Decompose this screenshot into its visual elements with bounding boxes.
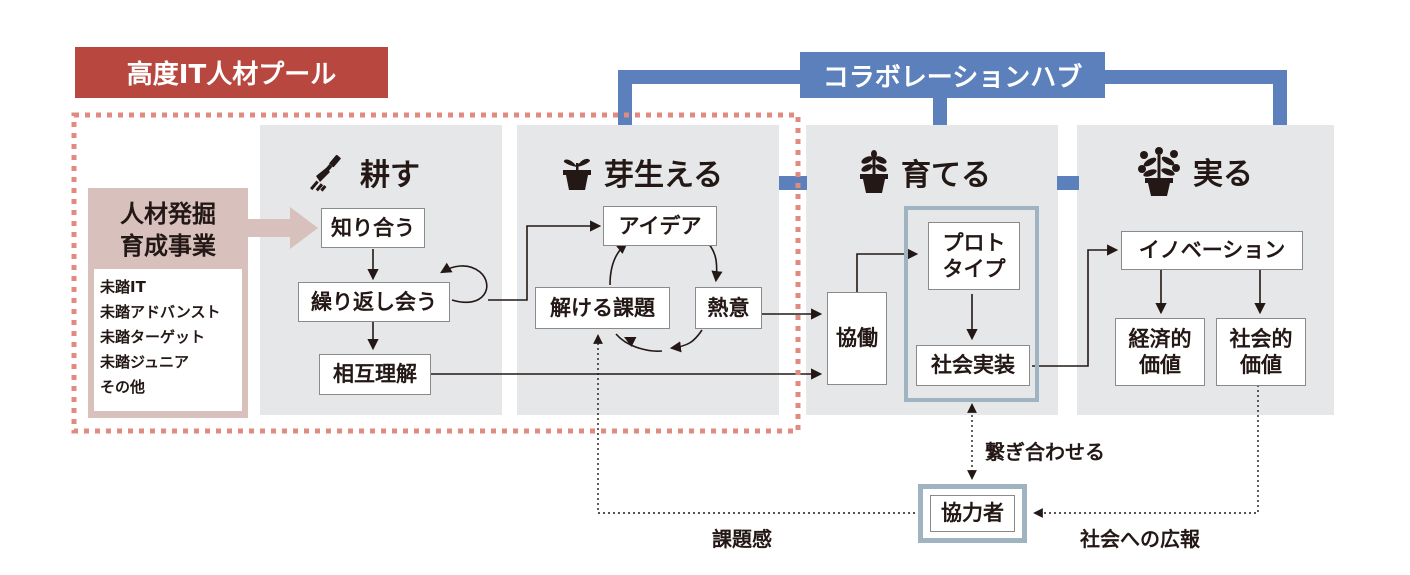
stage-fruit-label: 実る	[1193, 157, 1253, 192]
program-item: 未踏IT	[100, 278, 146, 296]
sprout-pot-icon	[563, 158, 591, 190]
node-kyouryoku: 協力者	[930, 495, 1015, 532]
label-tsunagi: 繋ぎ合わせる	[985, 440, 1105, 464]
panel-sprout	[517, 125, 779, 415]
kyouryoku-frame	[918, 484, 1027, 543]
stage-sprout-label: 芽生える	[604, 158, 724, 193]
node-keizai: 経済的 価値	[1115, 318, 1205, 386]
program-title: 人材発掘 育成事業	[120, 200, 216, 261]
node-shakaiteki: 社会的 価値	[1216, 318, 1306, 386]
fork-icon	[310, 154, 341, 192]
label-kadaikan: 課題感	[712, 527, 772, 551]
node-kurikaeshi: 繰り返し会う	[298, 282, 450, 322]
stage-grow-label: 育てる	[901, 158, 991, 193]
stage-title-fruit: 実る	[1135, 145, 1253, 197]
node-kyoudou: 協働	[827, 292, 887, 385]
program-item: 未踏ターゲット	[100, 328, 206, 346]
highlight-frame	[904, 206, 1039, 402]
node-prototype: プロト タイプ	[928, 222, 1020, 290]
pool-banner-label: 高度IT人材プール	[126, 60, 337, 90]
hub-banner-label: コラボレーションハブ	[822, 62, 1083, 93]
node-sougo: 相互理解	[319, 354, 431, 395]
program-list: 未踏IT 未踏アドバンスト 未踏ターゲット 未踏ジュニア その他	[94, 269, 242, 411]
node-innovation: イノベーション	[1121, 231, 1303, 270]
program-item: 未踏アドバンスト	[100, 303, 221, 321]
pool-banner: 高度IT人材プール	[75, 47, 388, 98]
node-tokeru: 解ける課題	[535, 287, 670, 329]
node-netsui: 熱意	[695, 287, 762, 329]
stage-title-cultivate: 耕す	[310, 150, 420, 194]
node-idea: アイデア	[603, 206, 717, 246]
label-kouhou: 社会への広報	[1080, 527, 1200, 551]
hub-banner: コラボレーションハブ	[800, 52, 1105, 98]
plant-pot-icon	[860, 150, 888, 193]
stage-cultivate-label: 耕す	[360, 158, 420, 193]
node-shakai-jissou: 社会実装	[916, 345, 1030, 386]
program-box: 人材発掘 育成事業 未踏IT 未踏アドバンスト 未踏ターゲット 未踏ジュニア そ…	[88, 188, 248, 418]
node-shiriau: 知り合う	[321, 208, 425, 248]
program-item: その他	[100, 378, 146, 396]
fruit-plant-icon	[1138, 147, 1180, 196]
stage-title-grow: 育てる	[857, 150, 991, 194]
stage-title-sprout: 芽生える	[560, 150, 723, 194]
program-item: 未踏ジュニア	[100, 353, 189, 371]
